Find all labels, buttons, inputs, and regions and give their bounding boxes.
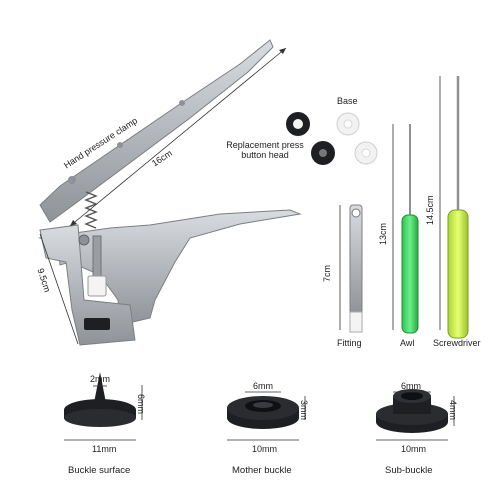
replacement-label-line1: Replacement press bbox=[226, 140, 304, 150]
mother-buckle-side-dim: 3mm bbox=[299, 400, 309, 420]
fitting-size-label: 7cm bbox=[322, 264, 332, 282]
press-pliers-tool bbox=[38, 39, 302, 346]
height-dimension-line bbox=[39, 233, 79, 345]
sub-buckle-part bbox=[376, 389, 448, 433]
mother-buckle-top-dim: 6mm bbox=[253, 381, 273, 391]
buckle-surface-name: Buckle surface bbox=[68, 465, 131, 476]
length-dimension-line bbox=[69, 47, 287, 227]
sub-buckle-bottom-dim: 10mm bbox=[401, 444, 427, 454]
replacement-label: Replacement press button head bbox=[215, 140, 315, 161]
screwdriver-label: Screwdriver bbox=[433, 338, 481, 348]
replacement-parts bbox=[286, 112, 378, 165]
sub-buckle-side-dim: 4mm bbox=[448, 400, 458, 420]
awl-tool bbox=[401, 124, 419, 334]
sub-buckle-name: Sub-buckle bbox=[385, 465, 433, 476]
buckle-surface-side-dim: 6mm bbox=[136, 394, 146, 414]
buckle-surface-top-dim: 2mm bbox=[90, 374, 110, 384]
awl-label: Awl bbox=[400, 338, 415, 348]
mother-buckle-name: Mother buckle bbox=[232, 465, 292, 476]
replacement-label-line2: button head bbox=[241, 150, 289, 161]
screwdriver-size-label: 14.5cm bbox=[425, 195, 435, 225]
screwdriver-tool bbox=[447, 76, 469, 339]
mother-buckle-bottom-dim: 10mm bbox=[252, 444, 278, 454]
spring bbox=[84, 191, 98, 229]
buckle-surface-bottom-dim: 11mm bbox=[92, 444, 117, 454]
mother-buckle-part bbox=[227, 396, 299, 429]
awl-size-label: 13cm bbox=[378, 222, 388, 245]
fitting-tool bbox=[349, 204, 363, 333]
buckle-surface-part bbox=[64, 372, 136, 427]
fitting-label: Fitting bbox=[337, 338, 362, 348]
sub-buckle-top-dim: 6mm bbox=[401, 381, 421, 391]
base-label: Base bbox=[337, 96, 358, 106]
